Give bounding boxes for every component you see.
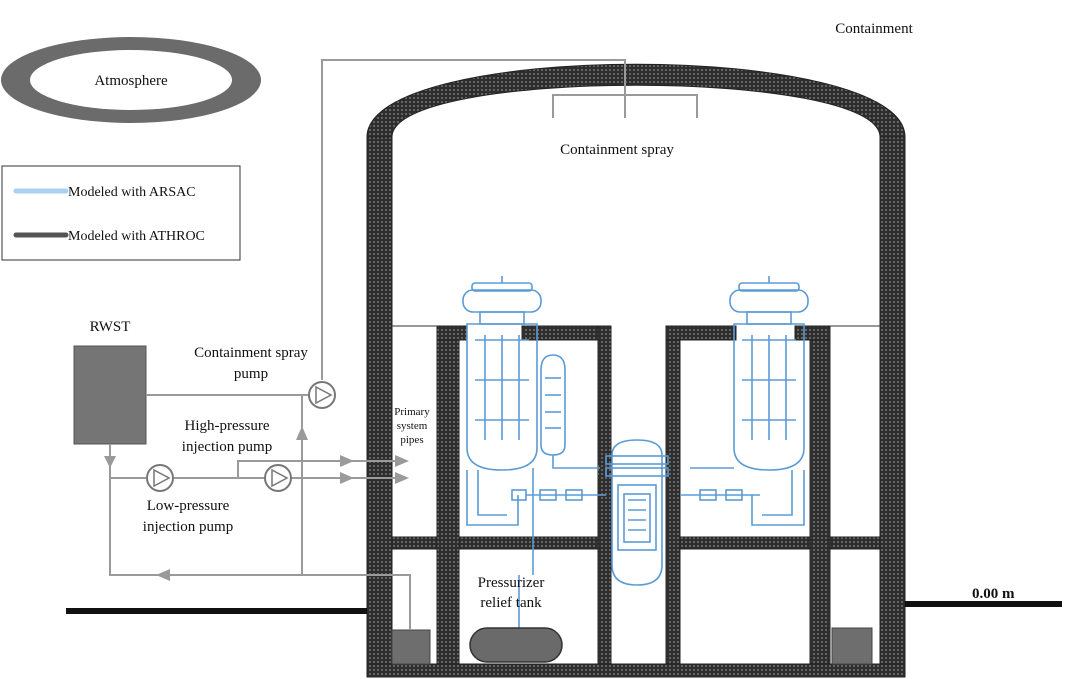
label-containment: Containment [835,21,913,37]
inner-wall-4 [809,325,831,665]
label-atmosphere: Atmosphere [94,73,168,89]
outer-wall-left [366,136,393,678]
inner-wall-3 [665,325,681,665]
label-lp-pump-2: injection pump [143,519,233,535]
sump-left [391,629,431,665]
lp-pump-triangle [153,468,171,488]
rwst-outlet [109,444,411,630]
spray-pump-triangle [315,385,333,405]
containment-building [366,63,906,678]
arrow-inject-1 [340,455,354,467]
primary-system [462,276,809,630]
pressurizer [518,354,600,630]
label-spray-pump-1: Containment spray [194,345,308,361]
label-hp-pump-2: injection pump [182,439,272,455]
label-relief-tank-1: Pressurizer [478,575,545,591]
legend-label-arsac: Modeled with ARSAC [68,185,196,200]
label-containment-spray: Containment spray [560,142,674,158]
hp-pump-triangle [271,468,289,488]
arrow-return-left [156,569,170,581]
atmosphere-inner [30,50,232,110]
label-primary-pipes-1: Primary [394,406,430,418]
base-slab [366,663,906,678]
label-rwst: RWST [90,319,131,335]
high-pressure-injection-pump [264,464,292,492]
arrow-rwst-down [104,456,116,468]
atmosphere [1,37,261,123]
label-primary-pipes-2: system [397,420,428,432]
arrow-inject-4 [395,472,409,484]
eccs-piping [104,59,698,630]
inner-top-left [436,325,468,341]
reactor-vessel [605,439,669,586]
spray-header [552,92,698,118]
label-spray-pump-2: pump [234,366,268,382]
label-relief-tank-2: relief tank [480,595,542,611]
spray-line-riser [321,59,626,380]
lp-branch-up [237,460,300,478]
arrow-up-vertical [296,426,308,440]
operating-floor-left [391,536,606,550]
inner-top-left-b [521,325,606,341]
label-hp-pump-1: High-pressure [185,418,270,434]
crossover-slab-left [598,463,611,477]
legend-box [1,165,241,261]
pressurizer-relief-tank [469,627,563,663]
steam-generator-left [462,276,542,526]
sump-right [831,627,873,665]
containment-spray-pump [308,381,336,409]
label-lp-pump-1: Low-pressure [147,498,230,514]
label-primary-pipes-3: pipes [400,434,423,446]
rwst-tank [73,345,147,445]
low-pressure-injection-pump [146,464,174,492]
legend [1,165,241,261]
steam-generator-right [690,276,809,526]
outer-wall-right [879,136,906,678]
label-elevation: 0.00 m [972,586,1015,602]
crossover-slab-right [666,463,680,477]
arrow-inject-3 [395,455,409,467]
inner-wall-1 [436,325,460,665]
arrow-inject-2 [340,472,354,484]
operating-floor-right [665,536,881,550]
inner-top-right-b [794,325,831,341]
legend-label-athroc: Modeled with ATHROC [68,229,205,244]
inner-top-right [665,325,737,341]
